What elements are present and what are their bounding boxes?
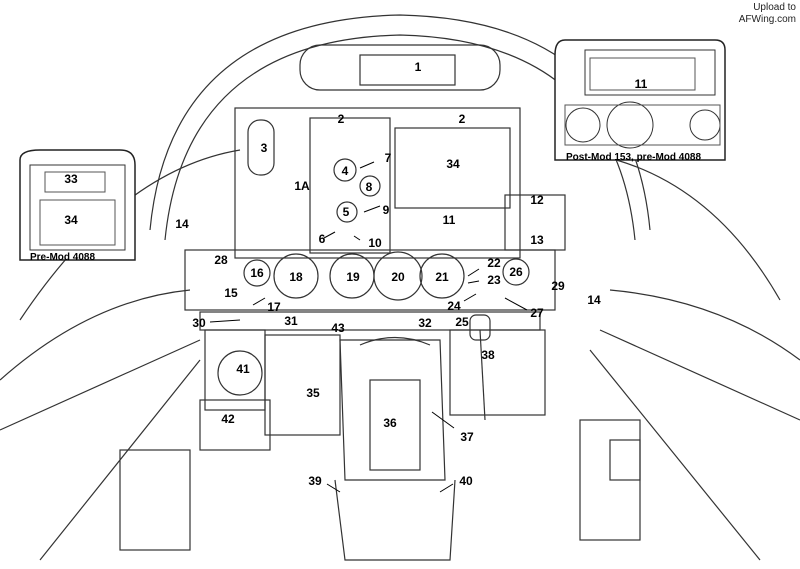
callout-26: 26 <box>509 265 523 279</box>
callout-27: 27 <box>530 306 544 320</box>
callout-33: 33 <box>64 172 78 186</box>
callout-1a: 1A <box>294 179 310 193</box>
callout-3: 3 <box>261 141 268 155</box>
callout-30: 30 <box>192 316 206 330</box>
callout-18: 18 <box>289 270 303 284</box>
callout-13: 13 <box>530 233 544 247</box>
callout-17: 17 <box>267 300 281 314</box>
callout-4: 4 <box>342 164 349 178</box>
callout-20: 20 <box>391 270 405 284</box>
callout-16: 16 <box>250 266 264 280</box>
post-mod-inset: Post-Mod 153, pre-Mod 4088 <box>554 39 726 163</box>
callout-15: 15 <box>224 286 238 300</box>
callout-43: 43 <box>331 321 345 335</box>
callout-38: 38 <box>481 348 495 362</box>
callout-40: 40 <box>459 474 473 488</box>
callout-labels: 1 2 2 3 4 1A 5 6 7 8 9 10 11 11 12 13 14… <box>64 60 647 488</box>
callout-41: 41 <box>236 362 250 376</box>
callout-11b: 11 <box>635 77 648 91</box>
callout-21: 21 <box>435 270 449 284</box>
callout-2b: 2 <box>459 112 466 126</box>
cockpit-linework <box>0 14 800 561</box>
callout-19: 19 <box>346 270 360 284</box>
watermark-line1: Upload to <box>753 2 796 13</box>
watermark: Upload to AFWing.com <box>739 2 796 26</box>
callout-22: 22 <box>487 256 501 270</box>
callout-7: 7 <box>385 151 392 165</box>
callout-29: 29 <box>551 279 565 293</box>
callout-28: 28 <box>214 253 228 267</box>
callout-8: 8 <box>366 180 373 194</box>
callout-34b: 34 <box>64 213 78 227</box>
callout-leaders <box>209 161 528 493</box>
callout-34: 34 <box>446 157 460 171</box>
callout-9: 9 <box>383 203 390 217</box>
callout-32: 32 <box>418 316 432 330</box>
callout-14a: 14 <box>175 217 189 231</box>
callout-12: 12 <box>530 193 544 207</box>
callout-1: 1 <box>415 60 422 74</box>
callout-10: 10 <box>368 236 382 250</box>
callout-24: 24 <box>447 299 461 313</box>
pre-mod-inset: Pre-Mod 4088 <box>19 149 136 263</box>
callout-11: 11 <box>443 213 456 227</box>
callout-31: 31 <box>284 314 298 328</box>
callout-39: 39 <box>308 474 322 488</box>
watermark-line2: AFWing.com <box>738 14 796 25</box>
callout-25: 25 <box>455 315 469 329</box>
callout-36: 36 <box>383 416 397 430</box>
callout-6: 6 <box>319 232 326 246</box>
callout-35: 35 <box>306 386 320 400</box>
pre-mod-caption: Pre-Mod 4088 <box>30 252 95 263</box>
callout-42: 42 <box>221 412 235 426</box>
callout-2a: 2 <box>338 112 345 126</box>
callout-23: 23 <box>487 273 501 287</box>
callout-14b: 14 <box>587 293 601 307</box>
callout-37: 37 <box>460 430 474 444</box>
callout-5: 5 <box>343 205 350 219</box>
post-mod-caption: Post-Mod 153, pre-Mod 4088 <box>566 152 701 163</box>
